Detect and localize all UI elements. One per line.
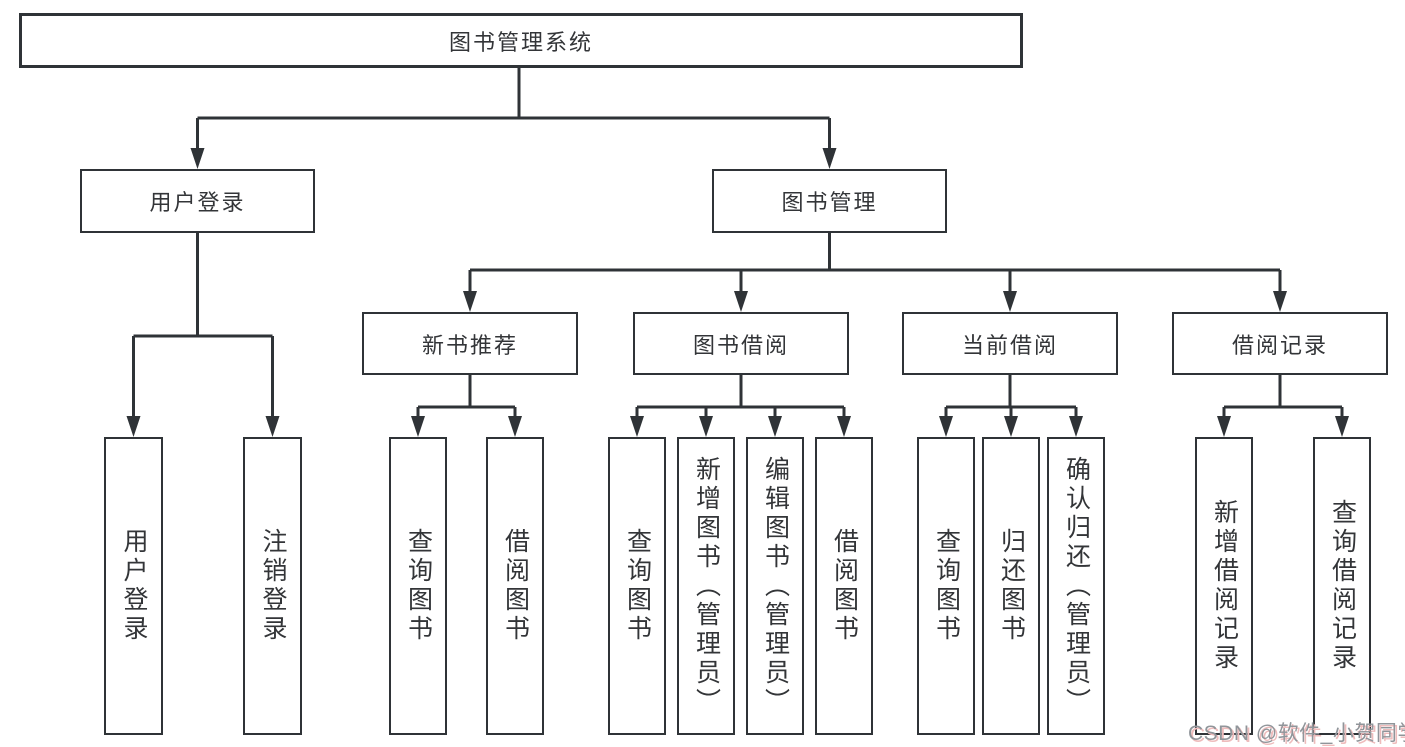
node-user-login: 用户登录	[80, 169, 315, 233]
leaf-label: 查询图书	[932, 528, 961, 644]
node-leaf-query-borrow-record: 查询借阅记录	[1313, 437, 1371, 735]
node-leaf-user-login: 用户登录	[104, 437, 163, 735]
node-borrowing-records: 借阅记录	[1172, 312, 1388, 375]
node-new-book-recommendation: 新书推荐	[362, 312, 578, 375]
leaf-label: 查询图书	[623, 528, 652, 644]
node-leaf-edit-books-admin: 编辑图书（管理员）	[746, 437, 804, 735]
csdn-watermark: CSDN @软件_小贺同学	[1188, 722, 1405, 745]
leaf-label: 归还图书	[997, 528, 1026, 644]
leaf-label: 借阅图书	[830, 528, 859, 644]
node-leaf-query-books-recommend: 查询图书	[389, 437, 447, 735]
leaf-label: 借阅图书	[501, 528, 530, 644]
leaf-label: 新增借阅记录	[1210, 499, 1239, 673]
node-leaf-query-books-borrowing: 查询图书	[608, 437, 666, 735]
leaf-label: 确认归还（管理员）	[1062, 455, 1091, 717]
node-leaf-confirm-return-admin: 确认归还（管理员）	[1047, 437, 1105, 735]
node-leaf-query-books-current: 查询图书	[917, 437, 975, 735]
node-leaf-add-books-admin: 新增图书（管理员）	[677, 437, 735, 735]
node-library-management-system: 图书管理系统	[19, 13, 1023, 68]
node-book-borrowing: 图书借阅	[633, 312, 849, 375]
node-leaf-borrow-books-borrowing: 借阅图书	[815, 437, 873, 735]
node-current-borrowing: 当前借阅	[902, 312, 1118, 375]
leaf-label: 查询图书	[404, 528, 433, 644]
node-leaf-logout: 注销登录	[243, 437, 302, 735]
leaf-label: 用户登录	[120, 528, 148, 644]
leaf-label: 查询借阅记录	[1328, 499, 1357, 673]
leaf-label: 注销登录	[259, 528, 287, 644]
node-book-management: 图书管理	[712, 169, 947, 233]
node-leaf-borrow-books-recommend: 借阅图书	[486, 437, 544, 735]
node-leaf-return-books: 归还图书	[982, 437, 1040, 735]
leaf-label: 编辑图书（管理员）	[761, 455, 790, 717]
leaf-label: 新增图书（管理员）	[692, 455, 721, 717]
node-leaf-add-borrow-record: 新增借阅记录	[1195, 437, 1253, 735]
